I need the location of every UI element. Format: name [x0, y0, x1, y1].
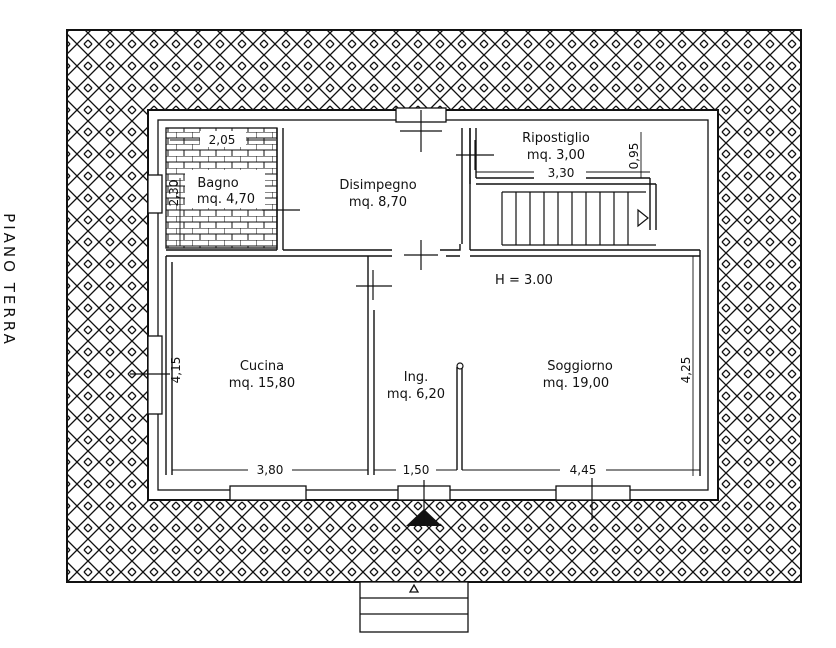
- column-marker: [456, 362, 464, 370]
- disimpegno-name: Disimpegno: [339, 178, 416, 193]
- ingresso-name: Ing.: [404, 370, 428, 385]
- dim-cucina-width: 3,80: [257, 463, 284, 477]
- door-markers: [130, 110, 593, 520]
- cucina-name: Cucina: [240, 359, 284, 374]
- dim-soggiorno-width: 4,45: [570, 463, 597, 477]
- staircase: [501, 191, 656, 246]
- dim-ingresso-width: 1,50: [403, 463, 430, 477]
- dim-rip-height: 0,95: [627, 143, 641, 170]
- ingresso-area: mq. 6,20: [387, 387, 445, 402]
- ripostiglio-name: Ripostiglio: [522, 131, 590, 146]
- dim-bagno-height: 2,30: [167, 180, 181, 207]
- disimpegno-area: mq. 8,70: [349, 195, 407, 210]
- front-steps: [359, 581, 469, 633]
- dimension-values: 2,05 3,30 3,80 1,50 4,45 2,30 0,95 4,15 …: [167, 131, 693, 478]
- bagno-name: Bagno: [197, 176, 238, 191]
- soggiorno-area: mq. 19,00: [543, 376, 609, 391]
- soggiorno-name: Soggiorno: [547, 359, 613, 374]
- bagno-area: mq. 4,70: [197, 192, 255, 207]
- dim-rip-width: 3,30: [548, 166, 575, 180]
- dim-soggiorno-height: 4,25: [679, 357, 693, 384]
- dim-bagno-width: 2,05: [209, 133, 236, 147]
- cucina-area: mq. 15,80: [229, 376, 295, 391]
- height-label: H = 3.00: [495, 273, 553, 288]
- ripostiglio-area: mq. 3,00: [527, 148, 585, 163]
- side-note: PIANO TERRA: [0, 213, 18, 347]
- bagno-label-bg: [185, 170, 265, 208]
- room-labels: Bagno mq. 4,70 Disimpegno mq. 8,70 Ripos…: [197, 131, 613, 402]
- dim-cucina-height: 4,15: [169, 357, 183, 384]
